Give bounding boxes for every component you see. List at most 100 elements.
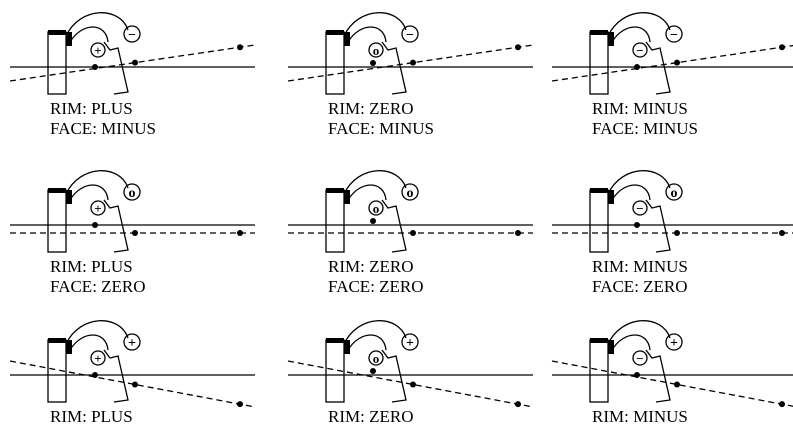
rim-dot xyxy=(370,368,376,374)
indicator-clamp xyxy=(608,190,614,204)
indicator-arm-outer xyxy=(343,320,407,345)
indicator-arm-inner xyxy=(69,184,109,201)
face-symbol-circle xyxy=(401,333,419,351)
face-label: FACE: PLUS xyxy=(328,427,421,431)
indicator-stand xyxy=(103,199,129,253)
face-symbol-circle xyxy=(401,25,419,43)
face-dot xyxy=(237,401,243,408)
rim-symbol: − xyxy=(636,351,643,366)
indicator-arm-outer xyxy=(65,320,129,345)
rim-label: RIM: MINUS xyxy=(592,257,688,276)
rim-symbol: − xyxy=(636,43,643,58)
indicator-post xyxy=(589,189,609,253)
indicator-stand xyxy=(103,349,129,403)
face-symbol-circle xyxy=(401,183,419,201)
rim-symbol-circle xyxy=(90,350,106,366)
rim-label: RIM: PLUS xyxy=(50,257,133,276)
indicator-post-cap xyxy=(590,30,608,35)
indicator-stand xyxy=(381,199,407,253)
indicator-arm-inner xyxy=(347,334,387,351)
indicator-arm-outer xyxy=(343,170,407,195)
face-dot xyxy=(779,230,785,236)
indicator-arm-inner xyxy=(347,184,387,201)
rim-label: RIM: ZERO xyxy=(328,257,413,276)
rim-symbol: o xyxy=(373,43,380,58)
rim-symbol-circle xyxy=(632,350,648,366)
face-label: FACE: PLUS xyxy=(592,427,685,431)
indicator-arm-outer xyxy=(65,170,129,195)
indicator-arm-outer xyxy=(65,12,129,37)
indicator-post xyxy=(325,31,345,95)
indicator-clamp xyxy=(344,190,350,204)
indicator-post xyxy=(325,189,345,253)
indicator-post xyxy=(589,31,609,95)
indicator-clamp xyxy=(608,340,614,354)
indicator-arm-inner xyxy=(611,334,651,351)
indicator-clamp xyxy=(66,32,72,46)
indicator-arm-inner xyxy=(69,334,109,351)
face-symbol: + xyxy=(670,336,678,351)
rim-label: RIM: ZERO xyxy=(328,99,413,118)
rim-dot xyxy=(370,60,376,66)
face-dot xyxy=(674,230,680,236)
indicator-stand xyxy=(645,41,671,95)
face-symbol-circle xyxy=(665,333,683,351)
face-symbol-circle xyxy=(123,333,141,351)
face-symbol: − xyxy=(670,28,678,43)
rim-label: RIM: ZERO xyxy=(328,407,413,426)
face-dot xyxy=(132,381,138,388)
indicator-arm-outer xyxy=(607,170,671,195)
rim-symbol-circle xyxy=(368,350,384,366)
rim-symbol-circle xyxy=(90,200,106,216)
rim-label: RIM: MINUS xyxy=(592,407,688,426)
indicator-arm-inner xyxy=(347,26,387,43)
rim-symbol: + xyxy=(94,201,101,216)
face-dot xyxy=(237,230,243,236)
indicator-stand xyxy=(645,199,671,253)
face-dot xyxy=(674,381,680,388)
face-line xyxy=(551,360,793,407)
indicator-stand xyxy=(381,349,407,403)
face-symbol: o xyxy=(671,186,678,201)
indicator-arm-outer xyxy=(343,12,407,37)
face-symbol: o xyxy=(407,186,414,201)
indicator-stand xyxy=(381,41,407,95)
indicator-arm-inner xyxy=(611,26,651,43)
indicator-clamp xyxy=(66,190,72,204)
indicator-arm-outer xyxy=(607,12,671,37)
rim-label: RIM: PLUS xyxy=(50,99,133,118)
indicator-arm-inner xyxy=(69,26,109,43)
indicator-arm-inner xyxy=(611,184,651,201)
indicator-post-cap xyxy=(590,188,608,193)
rim-symbol: + xyxy=(94,351,101,366)
face-dot xyxy=(674,59,680,66)
face-label: FACE: MINUS xyxy=(50,119,156,138)
face-dot xyxy=(779,44,785,51)
face-dot xyxy=(410,59,416,66)
face-dot xyxy=(132,230,138,236)
face-symbol-circle xyxy=(665,25,683,43)
face-label: FACE: ZERO xyxy=(328,277,424,296)
indicator-post-cap xyxy=(590,338,608,343)
indicator-post-cap xyxy=(48,338,66,343)
rim-dot xyxy=(370,218,376,224)
face-symbol: + xyxy=(406,336,414,351)
indicator-post-cap xyxy=(326,338,344,343)
face-dot xyxy=(132,59,138,66)
rim-symbol-circle xyxy=(90,42,106,58)
rim-label: RIM: PLUS xyxy=(50,407,133,426)
face-label: FACE: ZERO xyxy=(592,277,688,296)
indicator-post-cap xyxy=(326,188,344,193)
rim-symbol: o xyxy=(373,201,380,216)
rim-symbol: o xyxy=(373,351,380,366)
face-symbol-circle xyxy=(123,183,141,201)
indicator-post-cap xyxy=(48,30,66,35)
